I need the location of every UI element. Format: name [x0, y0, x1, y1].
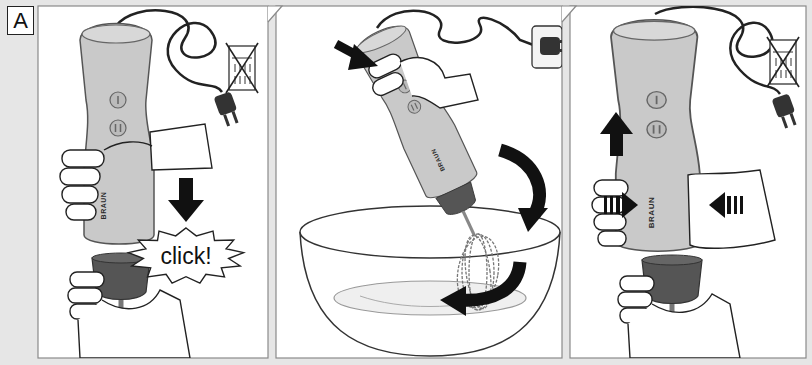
brand-logo: BRAUN: [101, 191, 108, 219]
panel-letter-box: A: [7, 6, 34, 35]
node-text: click!: [160, 243, 211, 270]
starburst-outline: [128, 228, 243, 283]
brand-logo: BRAUN: [647, 196, 656, 227]
click-burst: click!: [128, 228, 244, 284]
node-text: A: [13, 8, 28, 34]
